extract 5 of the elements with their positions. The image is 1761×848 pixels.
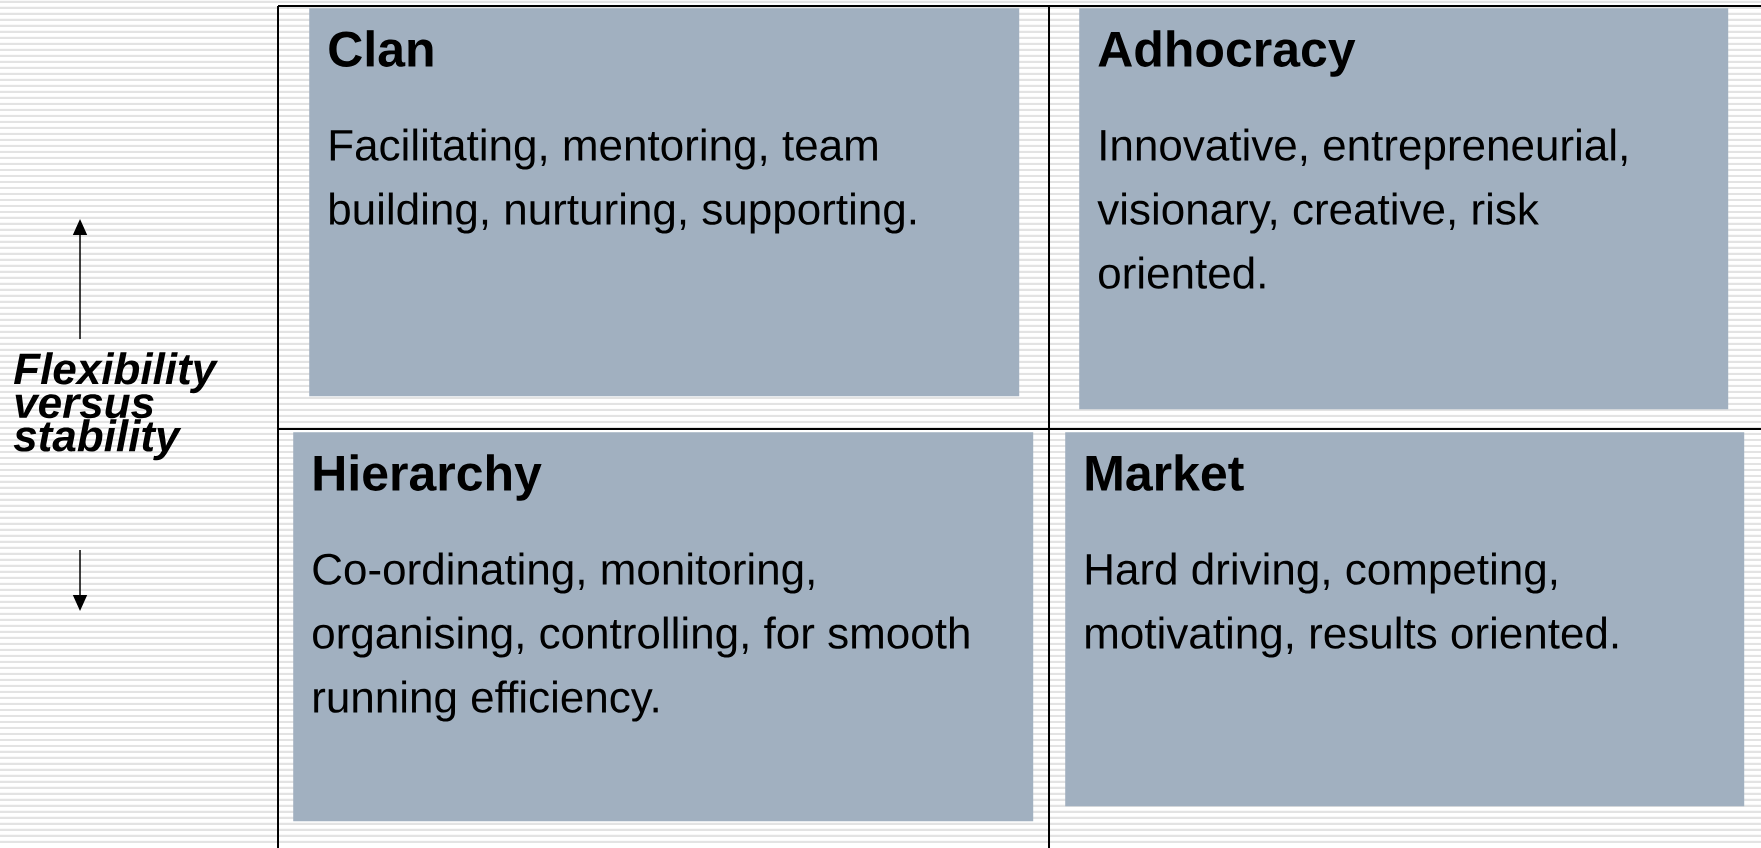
quadrant-box: Hierarchy Co-ordinating, monitoring, organising, controlling, for smooth running efficiency. — [293, 432, 1034, 822]
quadrant-box: Market Hard driving, competing, motivating, results oriented. — [1065, 432, 1745, 807]
axis-label: Flexibility versus stability — [13, 352, 218, 461]
quadrant-box: Clan Facilitating, mentoring, team building, nurturing, supporting. — [309, 8, 1020, 397]
quadrant-box: Adhocracy Innovative, entrepreneurial, visionary, creative, risk oriented. — [1079, 8, 1729, 410]
